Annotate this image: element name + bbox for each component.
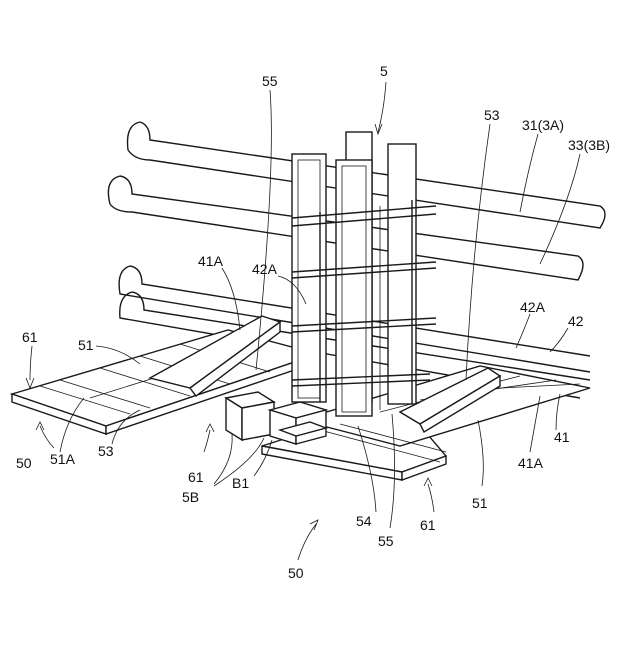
label-50-left: 50: [16, 455, 32, 471]
label-51-left: 51: [78, 337, 94, 353]
label-53-left: 53: [98, 443, 114, 459]
label-42: 42: [568, 313, 584, 329]
label-55-top: 55: [262, 73, 278, 89]
label-31-3A: 31(3A): [522, 117, 564, 133]
label-5B: 5B: [182, 489, 199, 505]
label-51A-left: 51A: [50, 451, 76, 467]
label-54: 54: [356, 513, 372, 529]
label-53-top: 53: [484, 107, 500, 123]
label-51-right: 51: [472, 495, 488, 511]
block-5B: [226, 392, 274, 440]
tower-5: [292, 132, 436, 416]
label-61-bottom: 61: [420, 517, 436, 533]
label-41A-left: 41A: [198, 253, 224, 269]
label-41: 41: [554, 429, 570, 445]
label-33-3B: 33(3B): [568, 137, 610, 153]
label-5: 5: [380, 63, 388, 79]
block-B1: [270, 402, 326, 444]
label-B1: B1: [232, 475, 249, 491]
label-61-mid: 61: [188, 469, 204, 485]
label-50-bottom: 50: [288, 565, 304, 581]
label-41A-right: 41A: [518, 455, 544, 471]
label-55-bottom: 55: [378, 533, 394, 549]
label-42A-left: 42A: [252, 261, 278, 277]
label-42A-right: 42A: [520, 299, 546, 315]
label-61-left: 61: [22, 329, 38, 345]
